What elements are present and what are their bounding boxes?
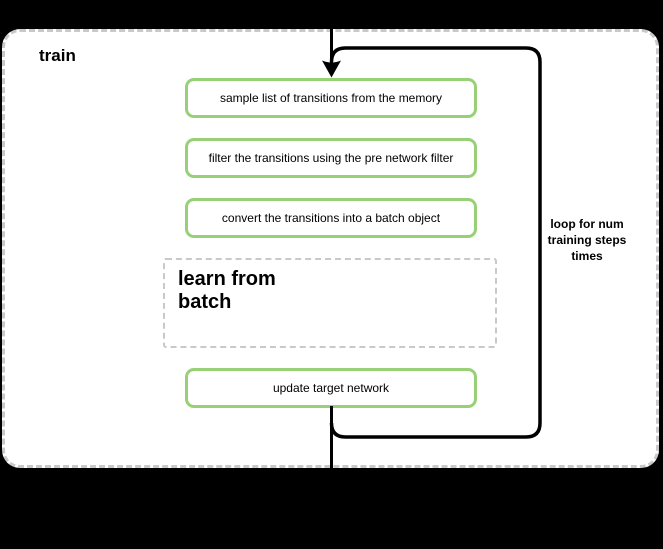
step-sample-transitions: sample list of transitions from the memo… [185, 78, 477, 118]
subprocess-label: learn from batch [178, 268, 276, 313]
step-convert-to-batch: convert the transitions into a batch obj… [185, 198, 477, 238]
step-label: update target network [272, 381, 390, 395]
step-label: sample list of transitions from the memo… [219, 91, 443, 105]
train-group: train sample list of transitions from th… [2, 29, 659, 468]
train-group-title: train [39, 46, 76, 65]
subprocess-learn-from-batch: learn from batch [163, 258, 497, 348]
step-update-target-network: update target network [185, 368, 477, 408]
step-label: convert the transitions into a batch obj… [221, 211, 441, 225]
step-filter-transitions: filter the transitions using the pre net… [185, 138, 477, 178]
loop-annotation: loop for num training steps times [547, 217, 627, 263]
step-label: filter the transitions using the pre net… [208, 151, 454, 165]
